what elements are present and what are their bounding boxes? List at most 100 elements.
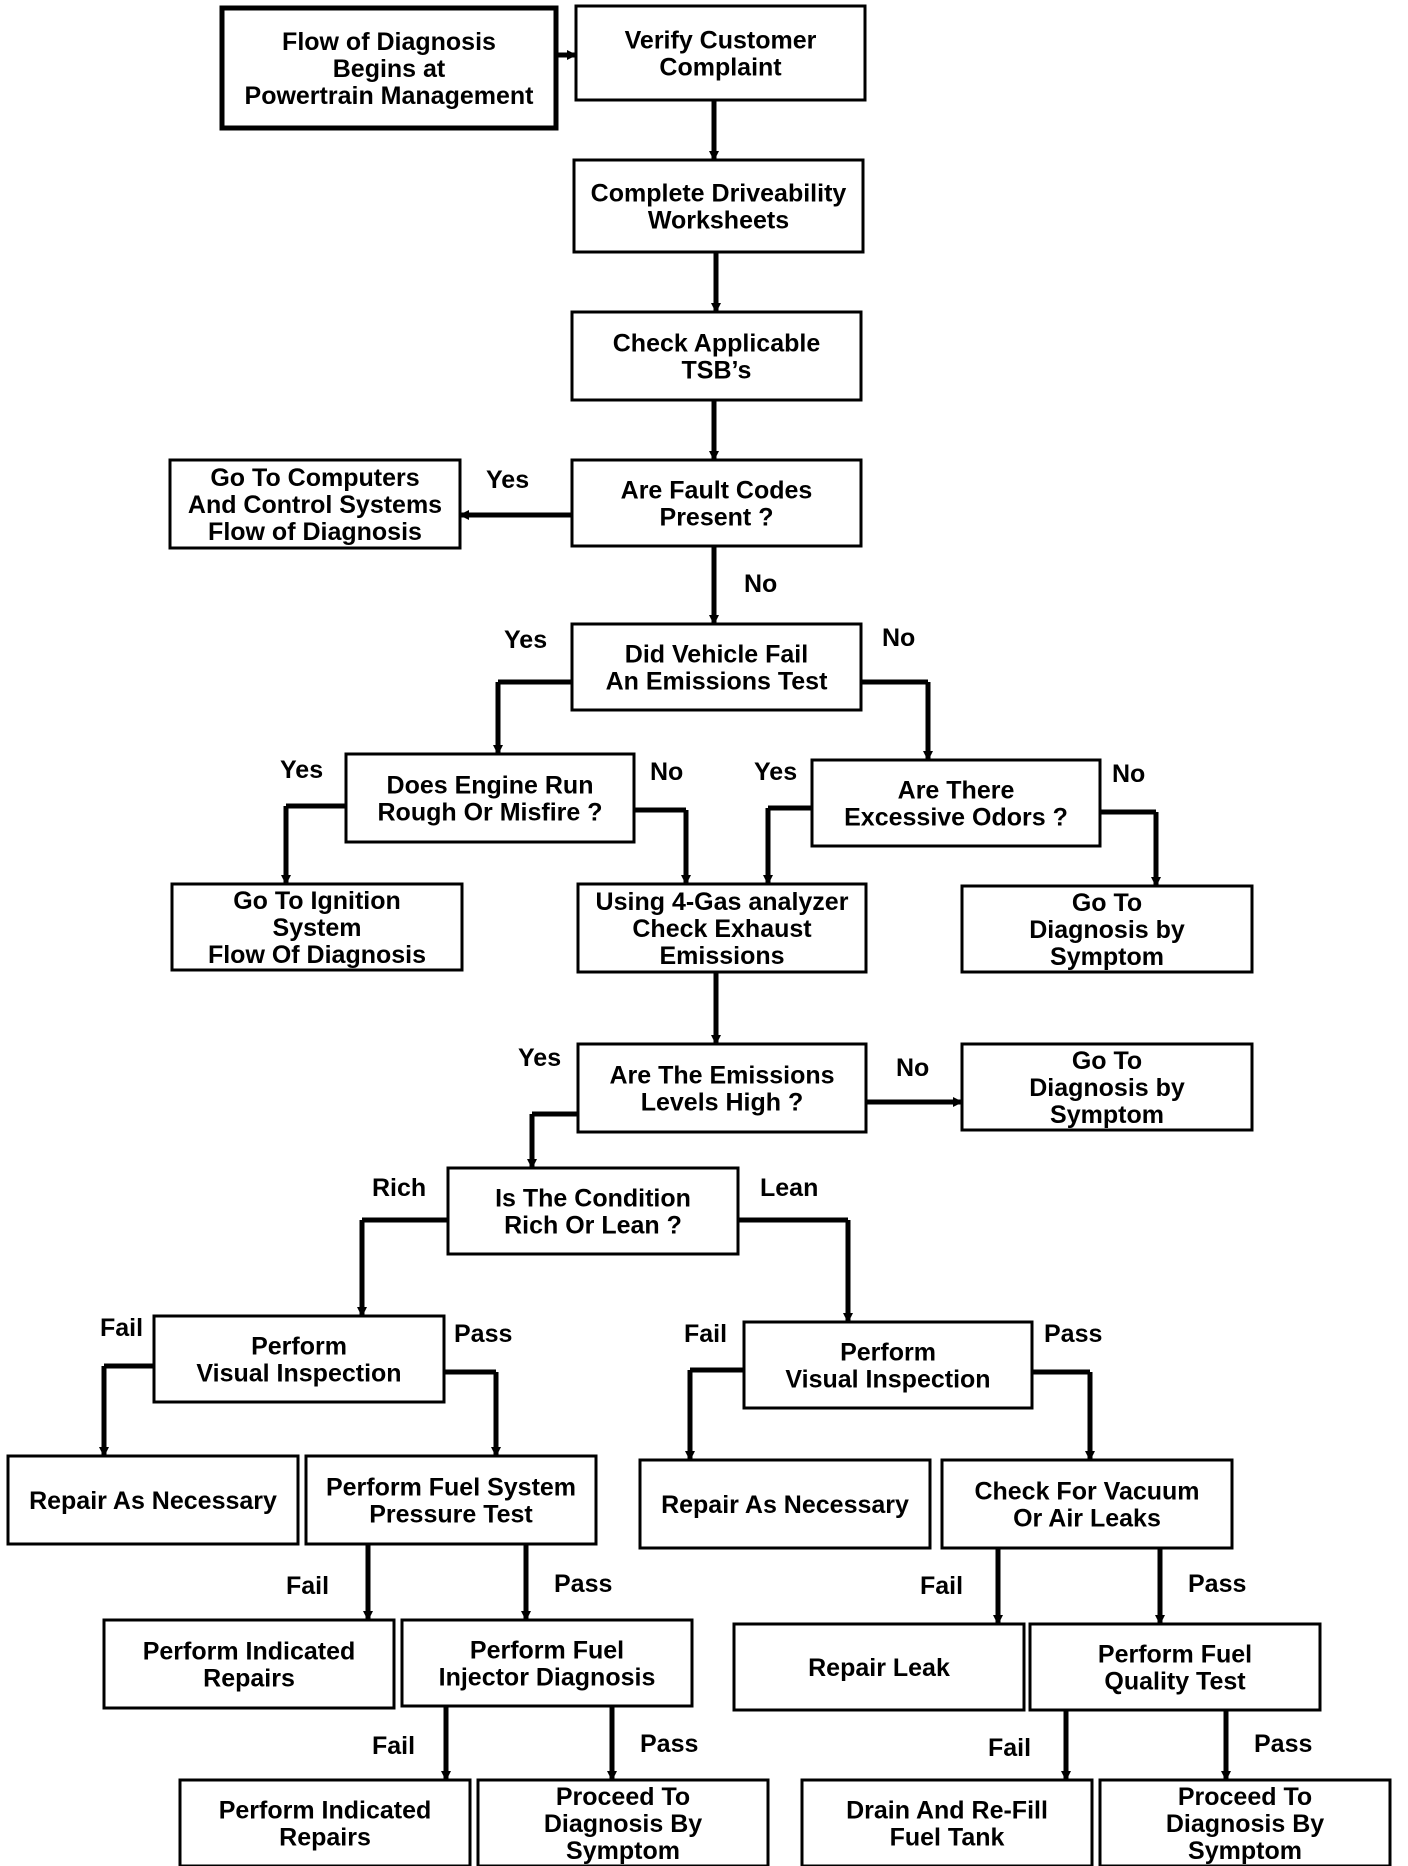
visual-rich-text-line: Visual Inspection <box>196 1360 401 1388</box>
repair-leak-box: Repair Leak <box>732 1622 1026 1712</box>
proceed2-text-line: Symptom <box>1188 1837 1302 1865</box>
visual-lean-box-border <box>742 1320 1034 1410</box>
odors-box-border <box>810 758 1102 848</box>
drain-box-border <box>800 1778 1094 1866</box>
odors-text-line: Are There <box>898 777 1015 805</box>
symptom2-box-border <box>960 1042 1254 1132</box>
vl-pass-edge-label: Pass <box>1044 1320 1102 1348</box>
fault-yes-edge-label: Yes <box>486 466 529 494</box>
emis-no-edge-label: No <box>882 624 915 652</box>
levels-no-edge-label: No <box>896 1054 929 1082</box>
tsb-box-border <box>570 310 863 402</box>
injector-box-border <box>400 1618 694 1708</box>
fuel-pressure-text-line: Pressure Test <box>369 1501 533 1529</box>
lean-to-visuallean-arrow <box>738 1217 853 1323</box>
start-text-line: Flow of Diagnosis <box>282 28 496 56</box>
start-box-border <box>219 5 559 131</box>
proceed1-text-line: Proceed To <box>556 1783 690 1811</box>
visual-rich-text-line: Perform <box>251 1333 347 1361</box>
rough-yes-edge-label: Yes <box>280 756 323 784</box>
emissions-fail-text-line: An Emissions Test <box>606 668 828 696</box>
fq-fail-edge-label: Fail <box>988 1734 1031 1762</box>
symptom1-text-line: Diagnosis by <box>1029 916 1185 944</box>
proceed1-box-border <box>476 1778 770 1866</box>
start-text-line: Powertrain Management <box>245 82 535 110</box>
visualrich-fail-to-repair-arrow <box>99 1363 154 1457</box>
levels-yes-to-richlean-arrow <box>527 1111 578 1169</box>
drain-text-line: Drain And Re-Fill <box>846 1797 1048 1825</box>
odors-text-line: Excessive Odors ? <box>844 804 1068 832</box>
visualrich-pass-to-fuelpressure-arrow <box>444 1369 501 1457</box>
fuel-quality-box-border <box>1028 1622 1322 1712</box>
levels-high-text-line: Are The Emissions <box>609 1062 834 1090</box>
repair-lean-text-line: Repair As Necessary <box>661 1491 909 1519</box>
verify-text-line: Complaint <box>659 54 782 82</box>
fq-pass-edge-label: Pass <box>1254 1730 1312 1758</box>
visuallean-fail-to-repair-arrow <box>685 1367 744 1461</box>
four-gas-text-line: Emissions <box>659 942 784 970</box>
repair-rich-box-border <box>6 1454 300 1546</box>
ignition-text-line: System <box>273 914 362 942</box>
injector-text-line: Perform Fuel <box>470 1637 624 1665</box>
computers-text-line: And Control Systems <box>188 491 442 519</box>
drain-text-line: Fuel Tank <box>890 1824 1005 1852</box>
vac-fail-edge-label: Fail <box>920 1572 963 1600</box>
repair-leak-box-border <box>732 1622 1026 1712</box>
inj-pass-edge-label: Pass <box>640 1730 698 1758</box>
four-gas-text-line: Check Exhaust <box>632 915 812 943</box>
fuel-pressure-text-line: Perform Fuel System <box>326 1474 576 1502</box>
visuallean-pass-to-vacuum-arrow <box>1032 1369 1095 1461</box>
vac-pass-edge-label: Pass <box>1188 1570 1246 1598</box>
ignition-text-line: Flow Of Diagnosis <box>208 941 426 969</box>
rough-box-border <box>344 752 636 844</box>
rich-lean-box-border <box>446 1166 740 1256</box>
repair-leak-text-line: Repair Leak <box>808 1654 950 1682</box>
symptom2-text-line: Diagnosis by <box>1029 1074 1185 1102</box>
indicated1-box-border <box>102 1618 396 1710</box>
worksheets-box-border <box>572 158 865 254</box>
inj-fail-edge-label: Fail <box>372 1732 415 1760</box>
levels-high-box-border <box>576 1042 868 1134</box>
verify-text-line: Verify Customer <box>625 27 817 55</box>
symptom2-text-line: Symptom <box>1050 1101 1164 1129</box>
vacuum-box-border <box>940 1458 1234 1550</box>
fault-codes-box-border <box>570 458 863 548</box>
lean-edge-label: Lean <box>760 1174 818 1202</box>
visual-rich-box-border <box>152 1314 446 1404</box>
emissions-no-to-odors-arrow <box>861 679 933 761</box>
indicated1-text-line: Perform Indicated <box>143 1638 356 1666</box>
emissions-fail-box-border <box>570 622 863 712</box>
odors-yes-to-fourgas-arrow <box>763 805 812 885</box>
proceed1-text-line: Symptom <box>566 1837 680 1865</box>
repair-lean-box: Repair As Necessary <box>638 1458 932 1550</box>
repair-rich-box: Repair As Necessary <box>6 1454 300 1546</box>
vacuum-text-line: Check For Vacuum <box>974 1478 1199 1506</box>
fuel-quality-text-line: Perform Fuel <box>1098 1641 1252 1669</box>
tsb-text-line: TSB’s <box>682 357 752 385</box>
rough-text-line: Rough Or Misfire ? <box>378 799 603 827</box>
indicated1-text-line: Repairs <box>203 1665 295 1693</box>
indicated2-text-line: Perform Indicated <box>219 1797 432 1825</box>
visual-lean-text-line: Visual Inspection <box>785 1366 990 1394</box>
fp-fail-edge-label: Fail <box>286 1572 329 1600</box>
emis-yes-edge-label: Yes <box>504 626 547 654</box>
rich-to-visualrich-arrow <box>357 1217 448 1317</box>
indicated2-box-border <box>178 1778 472 1866</box>
fuel-pressure-box-border <box>304 1454 598 1546</box>
rough-yes-to-ignition-arrow <box>281 803 346 885</box>
four-gas-text-line: Using 4-Gas analyzer <box>596 888 849 916</box>
